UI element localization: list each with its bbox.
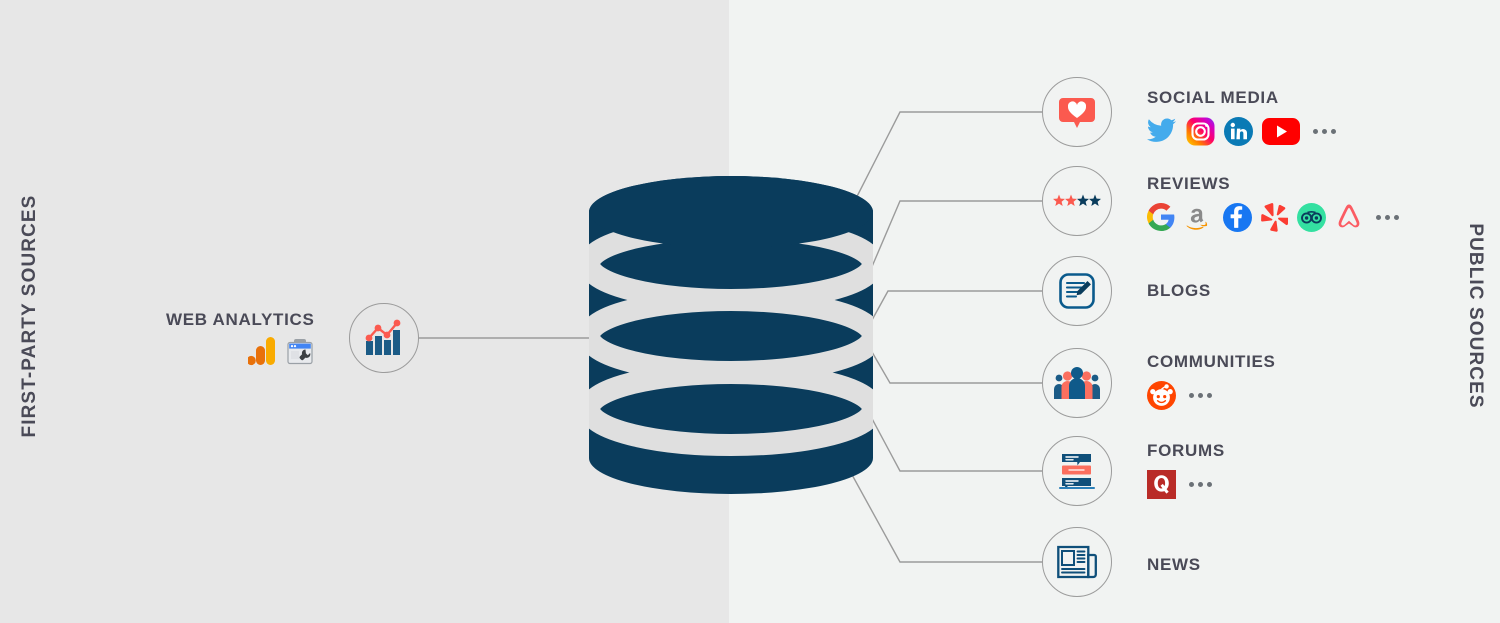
category-web-analytics: WEB ANALYTICS: [166, 310, 315, 366]
node-blogs[interactable]: [1042, 256, 1112, 326]
first-party-sources-label: FIRST-PARTY SOURCES: [19, 194, 40, 438]
wire-communities: [871, 351, 1042, 384]
wire-forums: [861, 399, 1042, 472]
category-title-forums: FORUMS: [1147, 441, 1225, 460]
category-forums: FORUMS: [1147, 441, 1225, 499]
heart-speech-bubble-icon: [1059, 98, 1095, 128]
bar-line-chart-icon: [365, 319, 401, 355]
brand-icon-row-social-media: [1147, 116, 1336, 146]
brand-icon-row-web-analytics: [166, 336, 315, 366]
database-cylinder: [589, 176, 873, 494]
quora-icon[interactable]: [1147, 469, 1176, 499]
wire-social: [844, 111, 1042, 221]
airbnb-icon[interactable]: [1335, 202, 1363, 232]
category-title-social-media: SOCIAL MEDIA: [1147, 88, 1279, 107]
category-news: NEWS: [1147, 555, 1201, 583]
reddit-icon[interactable]: [1147, 380, 1176, 410]
node-forums[interactable]: [1042, 436, 1112, 506]
node-social-media[interactable]: [1042, 77, 1112, 147]
category-blogs: BLOGS: [1147, 281, 1211, 309]
brand-icon-row-forums: [1147, 469, 1225, 499]
category-title-blogs: BLOGS: [1147, 281, 1211, 300]
node-communities[interactable]: [1042, 348, 1112, 418]
yelp-icon[interactable]: [1261, 202, 1288, 232]
people-group-icon: [1054, 367, 1100, 399]
public-sources-label: PUBLIC SOURCES: [1465, 223, 1486, 409]
document-pencil-icon: [1059, 273, 1095, 309]
node-news[interactable]: [1042, 527, 1112, 597]
brand-icon-row-communities: [1147, 380, 1276, 410]
youtube-icon[interactable]: [1262, 117, 1300, 145]
google-icon[interactable]: [1147, 203, 1175, 231]
google-analytics-icon[interactable]: [247, 336, 276, 366]
four-stars-icon: [1053, 194, 1101, 206]
wire-reviews: [861, 200, 1042, 291]
category-reviews: REVIEWS: [1147, 174, 1399, 232]
facebook-icon[interactable]: [1223, 202, 1252, 232]
category-communities: COMMUNITIES: [1147, 352, 1276, 410]
category-title-communities: COMMUNITIES: [1147, 352, 1276, 371]
brand-icon-row-reviews: [1147, 202, 1399, 232]
amazon-icon[interactable]: [1184, 202, 1214, 232]
wire-news: [844, 461, 1042, 563]
node-web-analytics[interactable]: [349, 303, 419, 373]
category-title-news: NEWS: [1147, 555, 1201, 574]
chat-stack-icon: [1059, 454, 1095, 490]
node-reviews[interactable]: [1042, 166, 1112, 236]
category-title-reviews: REVIEWS: [1147, 174, 1231, 193]
newspaper-icon: [1057, 545, 1097, 579]
tripadvisor-icon[interactable]: [1297, 202, 1326, 232]
communities-ellipsis: [1189, 392, 1212, 398]
instagram-icon[interactable]: [1186, 117, 1215, 146]
linkedin-icon[interactable]: [1224, 116, 1253, 146]
social-media-ellipsis: [1313, 128, 1336, 134]
forums-ellipsis: [1189, 481, 1212, 487]
twitter-icon[interactable]: [1147, 117, 1177, 145]
reviews-ellipsis: [1376, 214, 1399, 220]
category-title-web-analytics: WEB ANALYTICS: [166, 310, 315, 329]
wire-blogs: [871, 290, 1042, 321]
category-social-media: SOCIAL MEDIA: [1147, 88, 1336, 146]
google-search-console-icon[interactable]: [285, 336, 315, 366]
